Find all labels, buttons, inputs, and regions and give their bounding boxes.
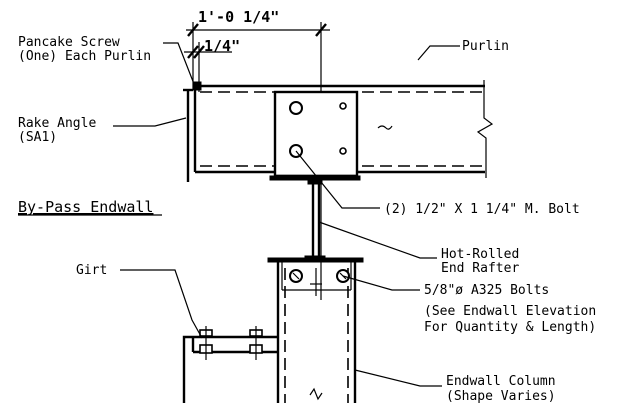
endwall-column-label: Endwall Column [446, 374, 556, 389]
dimension-small: 1/4" [184, 37, 240, 92]
hot-rolled-label: Hot-Rolled [441, 247, 519, 262]
leader-lines [113, 42, 460, 387]
dimension-overall: 1'-0 1/4" [186, 8, 330, 300]
a325-bolts-label: 5/8"ø A325 Bolts [424, 283, 549, 298]
hot-rolled-rafter [304, 179, 326, 261]
girt [182, 326, 278, 403]
girt-label: Girt [76, 263, 107, 278]
pancake-screw-label-2: (One) Each Purlin [18, 49, 151, 64]
clip-plate [269, 90, 361, 181]
endwall-column [267, 257, 364, 403]
dimension-small-text: 1/4" [204, 37, 240, 55]
a325-bolts-label-2: (See Endwall Elevation [424, 304, 596, 319]
hot-rolled-label-2: End Rafter [441, 261, 519, 276]
bypass-endwall-title: By-Pass Endwall [18, 198, 153, 216]
rake-angle [183, 81, 202, 182]
rake-angle-label-2: (SA1) [18, 130, 57, 145]
endwall-column-label-2: (Shape Varies) [446, 389, 556, 403]
labels: Pancake Screw (One) Each Purlin Purlin R… [18, 35, 596, 403]
pancake-screw-head [192, 81, 202, 91]
bolt-label: (2) 1/2" X 1 1/4" M. Bolt [384, 202, 580, 217]
pancake-screw-label: Pancake Screw [18, 35, 120, 50]
dimension-overall-text: 1'-0 1/4" [198, 8, 279, 26]
a325-bolts-label-3: For Quantity & Length) [424, 320, 596, 335]
purlin-label: Purlin [462, 39, 509, 54]
rake-angle-label: Rake Angle [18, 116, 96, 131]
